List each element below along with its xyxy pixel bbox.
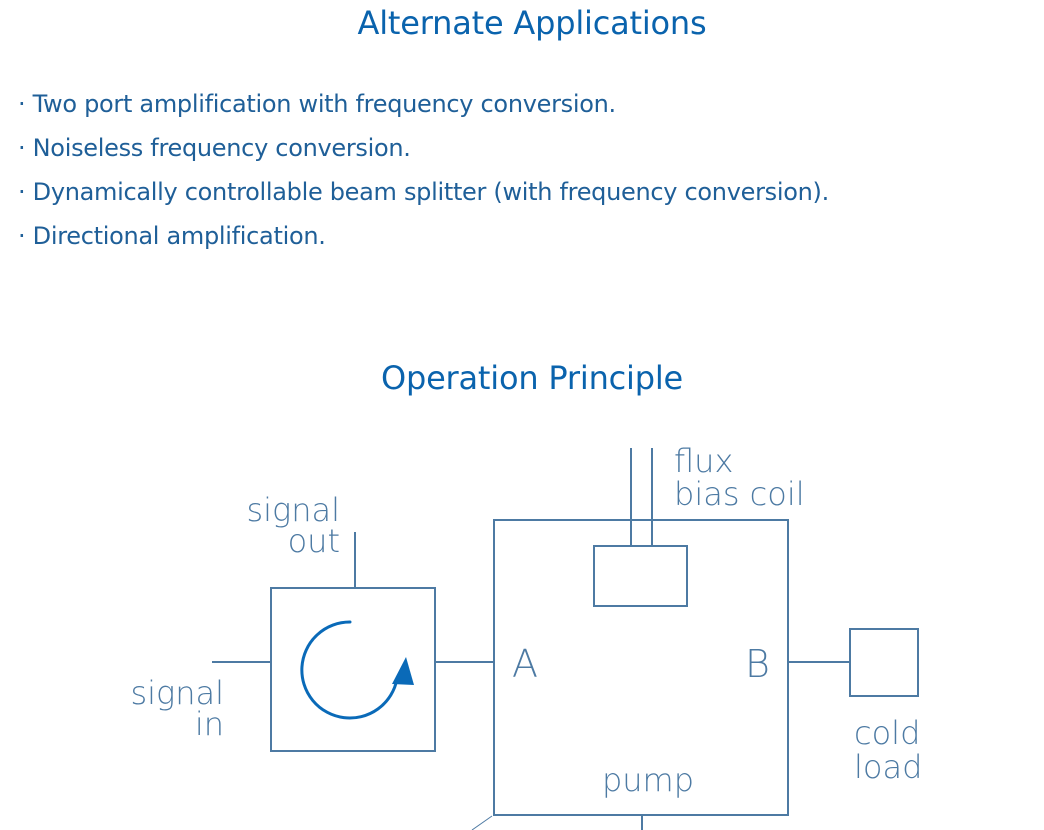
pump-feed-stub [471, 815, 493, 830]
signal-out-label: out [288, 522, 340, 560]
application-item: · Two port amplification with frequency … [18, 90, 616, 118]
applications-list: · Two port amplification with frequency … [18, 84, 829, 260]
flux-bias-coil-label: bias coil [674, 475, 805, 513]
cold-load-label: cold [854, 714, 920, 752]
alternate-applications-title: Alternate Applications [357, 4, 707, 42]
flux-coil-box [593, 545, 688, 607]
signal-out-label: signal [246, 491, 340, 529]
port-a-label: A [512, 642, 538, 686]
operation-principle-diagram: signal out signal in A B flux bias coil … [130, 442, 922, 830]
signal-in-label: in [195, 705, 224, 743]
port-b-label: B [745, 642, 770, 686]
application-item: · Noiseless frequency conversion. [18, 134, 411, 162]
circulator-arrow-icon [300, 620, 399, 720]
application-item: · Dynamically controllable beam splitter… [18, 178, 829, 206]
arrow-head-icon [392, 657, 414, 685]
pump-label: pump [602, 761, 694, 799]
flux-bias-coil-label: flux [674, 442, 733, 480]
cold-load-label: load [854, 748, 922, 786]
operation-principle-title: Operation Principle [380, 359, 684, 397]
circulator-box [270, 587, 436, 752]
cold-load-box [849, 628, 919, 697]
signal-in-label: signal [130, 674, 224, 712]
application-item: · Directional amplification. [18, 222, 326, 250]
